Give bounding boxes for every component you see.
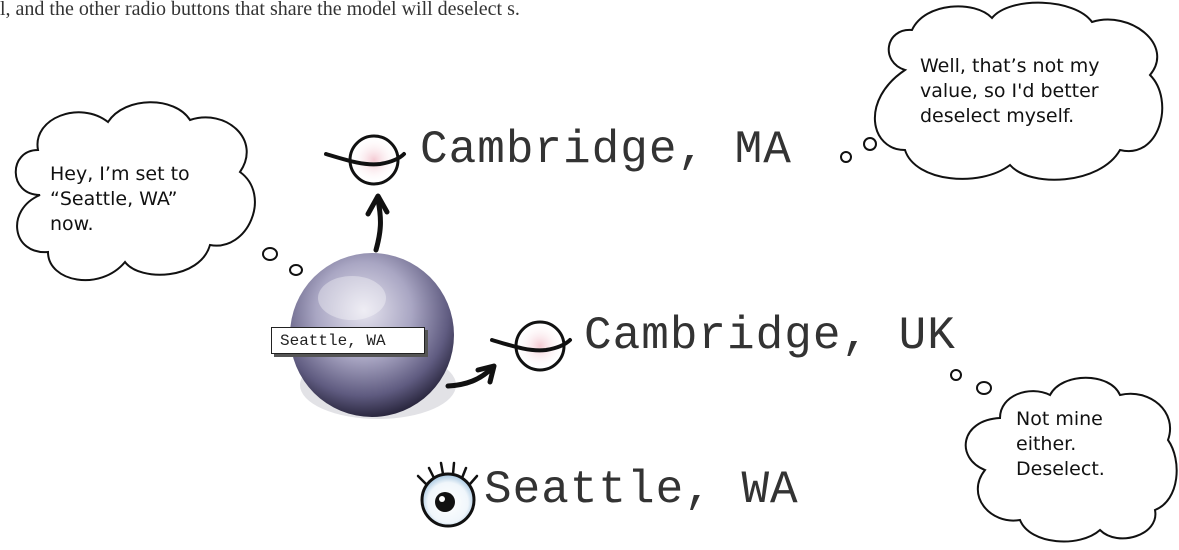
thought-text-model: Hey, I’m set to “Seattle, WA” now. xyxy=(50,163,190,235)
thought-text-cambridge-ma: Well, that’s not my value, so I'd better… xyxy=(920,55,1100,127)
intro-text: l, and the other radio buttons that shar… xyxy=(0,0,520,20)
thought-cloud-cambridge-ma xyxy=(840,1,1164,181)
radio-unselected-icon-cambridge-ma[interactable] xyxy=(324,134,406,186)
arrow-to-cambridge-uk xyxy=(445,363,497,389)
arrow-to-cambridge-ma xyxy=(365,193,390,253)
thought-cloud-model xyxy=(14,101,303,282)
option-label-cambridge-ma[interactable]: Cambridge, MA xyxy=(420,124,792,176)
option-label-seattle-wa[interactable]: Seattle, WA xyxy=(484,464,799,516)
radio-unselected-icon-cambridge-uk[interactable] xyxy=(490,320,572,372)
model-value-tag: Seattle, WA xyxy=(271,327,425,354)
option-label-cambridge-uk[interactable]: Cambridge, UK xyxy=(584,310,956,362)
thought-text-cambridge-uk: Not mine either. Deselect. xyxy=(1016,408,1105,480)
thought-cloud-cambridge-uk xyxy=(950,369,1178,543)
radio-selected-eye-icon[interactable] xyxy=(416,461,479,528)
